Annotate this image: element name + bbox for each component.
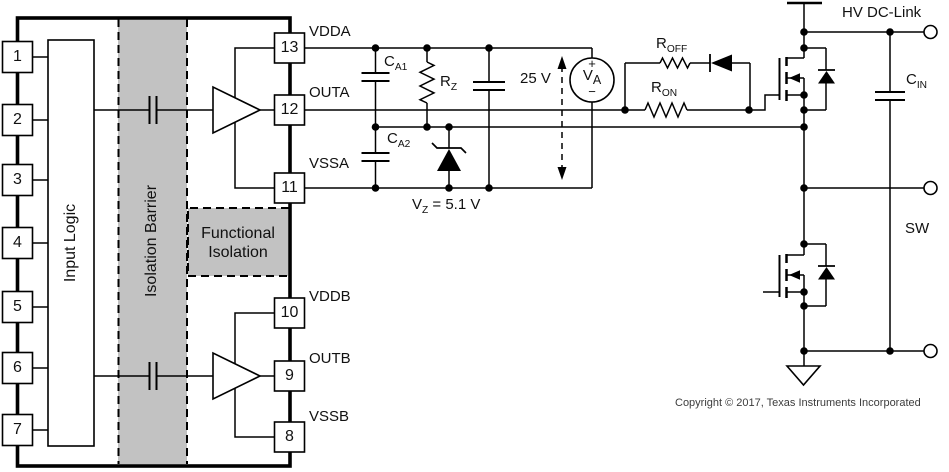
capacitor-cin [875,32,905,351]
pin-label-vdda: VDDA [309,23,351,40]
zener-diode [431,127,467,188]
isolation-barrier-band [118,20,187,464]
pin-1: 1 [13,48,22,65]
label-va-source: + VA − [570,56,614,99]
mosfet-highside [778,32,835,111]
functional-isolation-dashed-border [187,207,289,277]
va-plus-sign: + [588,56,596,71]
input-logic-block [47,39,95,447]
input-logic-label: Input Logic [62,203,79,283]
pin-10: 10 [280,304,299,321]
isolation-barrier-label: Isolation Barrier [143,184,161,298]
pin-label-vssb: VSSB [309,408,350,425]
label-vz-value: VZ = 5.1 V [412,196,481,216]
pin-9: 9 [285,367,294,384]
pin-5: 5 [13,298,22,315]
power-rails [785,1,938,387]
turnoff-diode [709,54,751,110]
functional-isolation-box [188,208,288,276]
label-hv-dc-link: HV DC-Link [842,4,922,21]
junction-dots [371,28,894,355]
hv-terminal [923,24,938,40]
driver-b-buffer [212,351,262,401]
pin-3: 3 [13,171,22,188]
bias-voltage-arrow [557,56,567,180]
functional-isolation-line2: Isolation [208,244,268,261]
label-rz: RZ [440,73,458,93]
ground-symbol [785,351,822,387]
va-minus-sign: − [588,84,596,99]
va-source [569,57,615,188]
label-roff: ROFF [656,35,688,55]
mosfet-lowside [763,243,835,307]
gnd-terminal [923,343,938,359]
left-pin-stubs [33,56,48,431]
body-arrow-lowside [789,270,800,280]
capacitor-ca1 [361,48,390,127]
body-arrow-highside [789,73,800,83]
label-cin: CIN [906,71,928,91]
body-diode-highside [804,47,835,111]
pin-13: 13 [280,39,299,56]
resistor-roff [659,56,691,70]
label-25v: 25 V [520,70,551,87]
ic-package [15,16,292,468]
body-diode-lowside [804,243,835,307]
functional-isolation-line1: Functional [201,225,275,242]
pin-label-vddb: VDDB [309,288,351,305]
channel-b-internal [94,312,274,438]
pin-label-outb: OUTB [309,350,351,367]
label-sw: SW [905,220,930,237]
pin-4: 4 [13,234,22,251]
sw-terminal [923,180,938,196]
label-ron: RON [651,79,678,99]
resistor-ron [644,101,688,119]
label-ca2: CA2 [387,130,411,150]
capacitor-ca2 [361,127,390,188]
pin-boxes [1,32,306,453]
resistor-rz [418,48,436,127]
driver-a-buffer [212,85,262,135]
pin-label-vssa: VSSA [309,155,350,172]
pin-label-outa: OUTA [309,84,350,101]
va-symbol: VA [582,67,602,87]
label-ca1: CA1 [384,53,408,73]
gate-lead-highside [749,94,779,111]
functional-isolation-label: Functional Isolation [188,224,288,262]
gate-drive-path [304,54,779,119]
pin-8: 8 [285,428,294,445]
pin-7: 7 [13,421,22,438]
vdda-bias-network [304,47,804,189]
pin-2: 2 [13,111,22,128]
pin-12: 12 [280,101,299,118]
pin-6: 6 [13,359,22,376]
pin-11: 11 [281,179,298,196]
channel-a-internal [94,47,274,189]
copyright-notice: Copyright © 2017, Texas Instruments Inco… [675,397,921,409]
capacitor-bypass [473,48,505,188]
